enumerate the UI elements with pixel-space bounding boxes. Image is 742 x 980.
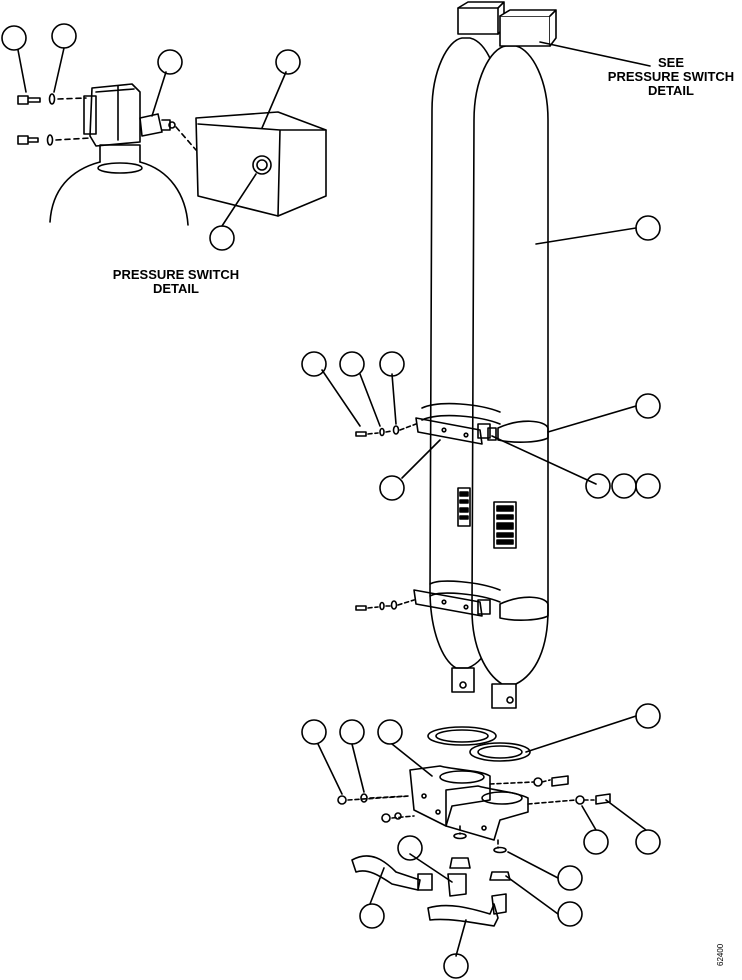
washer-lower	[46, 134, 54, 146]
switch-fitting	[139, 113, 163, 137]
callout-circle	[339, 719, 365, 745]
callout-circle	[611, 473, 637, 499]
detail-line-2: DETAIL	[153, 281, 199, 296]
mounting-rings	[427, 726, 531, 762]
callout-circle	[557, 901, 583, 927]
lower-clamp	[413, 580, 549, 621]
callout-circle	[635, 215, 661, 241]
washer-upper	[48, 93, 56, 105]
hydraulic-hoses	[351, 855, 499, 927]
bolt-upper	[17, 95, 41, 105]
valve-block	[83, 95, 97, 135]
callout-circle	[635, 393, 661, 419]
callout-circle	[377, 719, 403, 745]
see-line-1: SEE	[657, 55, 684, 70]
callout-circle	[583, 829, 609, 855]
valve-body	[89, 83, 141, 147]
pressure-switch-detail	[1, 23, 327, 251]
bracket-fasteners	[337, 775, 611, 849]
see-line-3: DETAIL	[648, 83, 694, 98]
pressure-switch-box	[195, 111, 327, 217]
clamp-fasteners	[355, 423, 417, 611]
callout-circle	[379, 351, 405, 377]
callout-circle	[301, 719, 327, 745]
tank-neck-ring	[97, 162, 143, 174]
callout-circle	[51, 23, 77, 49]
accumulator-front	[471, 9, 557, 709]
callout-circle	[443, 953, 469, 979]
callout-circle	[1, 25, 27, 51]
callout-circle	[585, 473, 611, 499]
callout-circle	[379, 475, 405, 501]
detail-line-1: PRESSURE SWITCH	[112, 267, 240, 282]
callout-circle	[209, 225, 235, 251]
figure-number: 62400	[716, 943, 725, 966]
callout-circle	[301, 351, 327, 377]
callout-circle	[275, 49, 301, 75]
upper-clamp	[415, 402, 549, 445]
callout-circle	[635, 829, 661, 855]
callout-circle	[635, 703, 661, 729]
callout-circle	[397, 835, 423, 861]
callout-circle	[157, 49, 183, 75]
warning-decals	[457, 487, 517, 549]
tank-neck	[99, 144, 141, 163]
pressure-switch-detail-label: PRESSURE SWITCH DETAIL	[96, 268, 256, 296]
callout-circle	[339, 351, 365, 377]
bolt-lower	[17, 135, 39, 145]
see-line-2: PRESSURE SWITCH	[607, 69, 735, 84]
callout-circle	[635, 473, 661, 499]
mounting-bracket	[409, 765, 529, 841]
callout-circle	[557, 865, 583, 891]
fittings	[447, 832, 511, 915]
callouts	[301, 215, 661, 979]
tank-dome	[49, 161, 189, 226]
leader-lines	[317, 41, 651, 957]
see-detail-label: SEE PRESSURE SWITCH DETAIL	[606, 56, 736, 98]
callout-circle	[359, 903, 385, 929]
